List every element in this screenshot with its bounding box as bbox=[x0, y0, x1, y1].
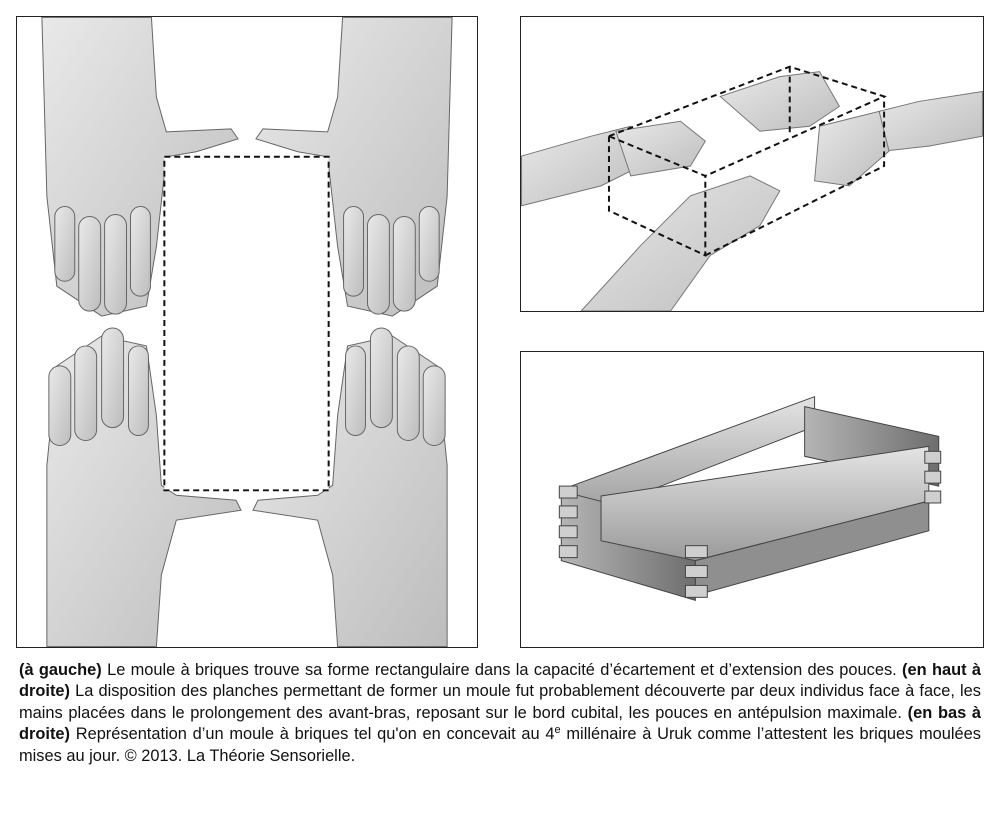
tenons bbox=[558, 450, 942, 598]
bottom-left-hand bbox=[46, 327, 242, 647]
caption-left-label: (à gauche) bbox=[19, 661, 102, 679]
caption-top-right-text: La disposition des planches permettant d… bbox=[19, 682, 981, 722]
caption-bottom-right-text-b: millénaire à Uruk comme l’attestent les … bbox=[19, 725, 981, 765]
caption-superscript: e bbox=[554, 724, 561, 737]
right-hand bbox=[814, 110, 890, 187]
dashed-rectangle bbox=[163, 155, 330, 492]
right-forearm bbox=[878, 90, 983, 152]
hands-rectangle-drawing bbox=[41, 17, 453, 647]
caption-left-text: Le moule à briques trouve sa forme recta… bbox=[101, 661, 903, 679]
brick-mould-illustration bbox=[520, 351, 984, 648]
two-persons-hands-illustration bbox=[520, 16, 984, 312]
top-right-hand bbox=[255, 17, 453, 317]
hands-rectangle-illustration bbox=[16, 16, 478, 648]
brick-mould-drawing bbox=[558, 395, 942, 601]
caption-bottom-right-label: (en bas à droite) bbox=[19, 703, 981, 744]
caption-top-right-label: (en haut à droite) bbox=[19, 661, 981, 701]
figure-caption: (à gauche) Le moule à briques trouve sa … bbox=[19, 660, 981, 767]
dashed-box bbox=[606, 65, 887, 257]
caption-bottom-right-text-a: Représentation d’un moule à briques tel … bbox=[70, 725, 555, 744]
bottom-right-hand bbox=[252, 327, 448, 647]
back-hand bbox=[719, 71, 841, 132]
left-hand bbox=[615, 120, 706, 177]
top-left-hand bbox=[41, 17, 239, 317]
hands-box-drawing bbox=[521, 65, 983, 311]
